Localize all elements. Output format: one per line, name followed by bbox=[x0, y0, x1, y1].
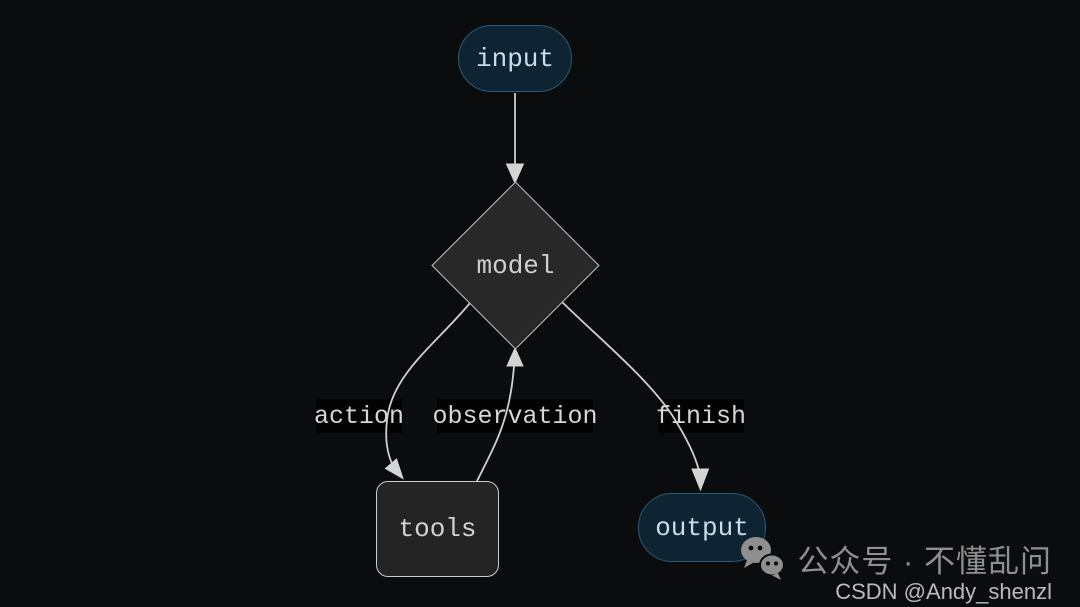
edge-label-action-text: action bbox=[314, 401, 405, 431]
node-tools-label: tools bbox=[398, 514, 477, 544]
edge-input-model bbox=[505, 93, 525, 185]
edge-label-finish-text: finish bbox=[656, 401, 747, 431]
node-model: model bbox=[431, 181, 600, 350]
edge-label-action: action bbox=[314, 399, 405, 433]
wechat-watermark-text: 公众号 · 不懂乱问 bbox=[797, 543, 1052, 579]
node-tools: tools bbox=[376, 481, 499, 577]
edge-label-finish: finish bbox=[656, 399, 747, 433]
edge-model-output bbox=[557, 297, 710, 492]
node-output-label: output bbox=[655, 512, 749, 543]
edge-label-observation-text: observation bbox=[432, 401, 598, 431]
edge-model-tools bbox=[384, 302, 471, 480]
node-input: input bbox=[458, 25, 572, 92]
wechat-icon bbox=[741, 537, 786, 580]
watermark: 公众号 · 不懂乱问 CSDN @Andy_shenzl bbox=[739, 535, 1052, 605]
edge-label-observation: observation bbox=[432, 399, 598, 433]
node-output: output bbox=[638, 493, 766, 562]
node-input-label: input bbox=[475, 43, 554, 74]
csdn-watermark-text: CSDN @Andy_shenzl bbox=[835, 579, 1052, 604]
node-model-label: model bbox=[476, 250, 555, 281]
